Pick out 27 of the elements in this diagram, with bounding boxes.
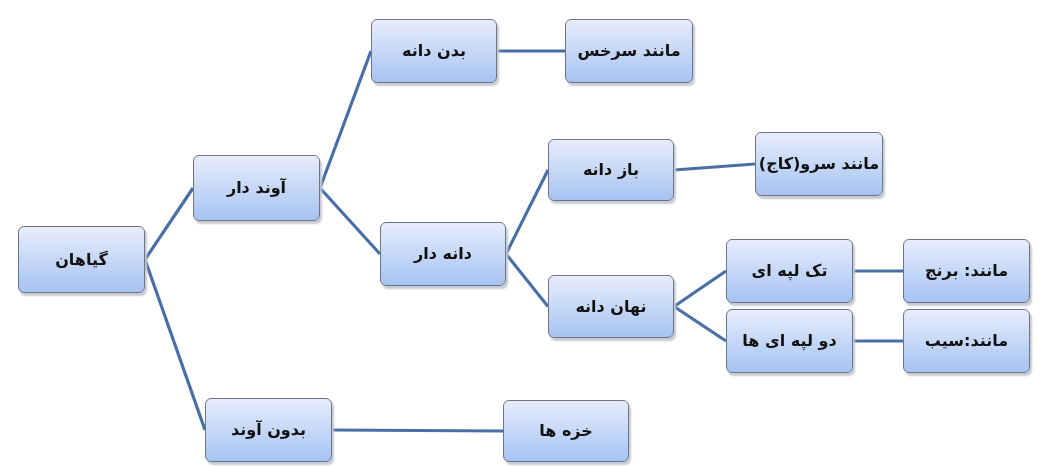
connector-line (673, 269, 727, 308)
connector-line (673, 305, 727, 343)
category-box: آوند دار (193, 155, 320, 221)
category-box: مانند: برنج (903, 239, 1030, 303)
category-box: باز دانه (548, 139, 674, 201)
connector-line (853, 269, 903, 273)
connector-line (853, 339, 903, 343)
connector-line (673, 162, 756, 172)
connector-line (143, 258, 207, 431)
category-box: دانه دار (380, 222, 506, 286)
category-box: بدن دانه (371, 19, 497, 83)
category-box: نهان دانه (548, 275, 674, 338)
category-box: مانند:سیب (903, 309, 1030, 373)
category-box: مانند سرخس (565, 19, 693, 83)
connector-line (504, 169, 550, 255)
category-box: بدون آوند (205, 398, 332, 462)
category-box: تک لپه ای (726, 239, 853, 303)
connector-line (318, 50, 373, 189)
connector-line (143, 187, 195, 261)
category-box: خزه ها (503, 400, 629, 462)
category-box: دو لپه ای ها (726, 309, 853, 373)
category-box: مانند سرو(کاج) (755, 132, 883, 196)
connector-line (504, 253, 550, 308)
category-box: گیاهان (18, 226, 145, 293)
connector-line (318, 186, 382, 256)
connector-line (332, 428, 503, 433)
connector-line (497, 49, 565, 53)
